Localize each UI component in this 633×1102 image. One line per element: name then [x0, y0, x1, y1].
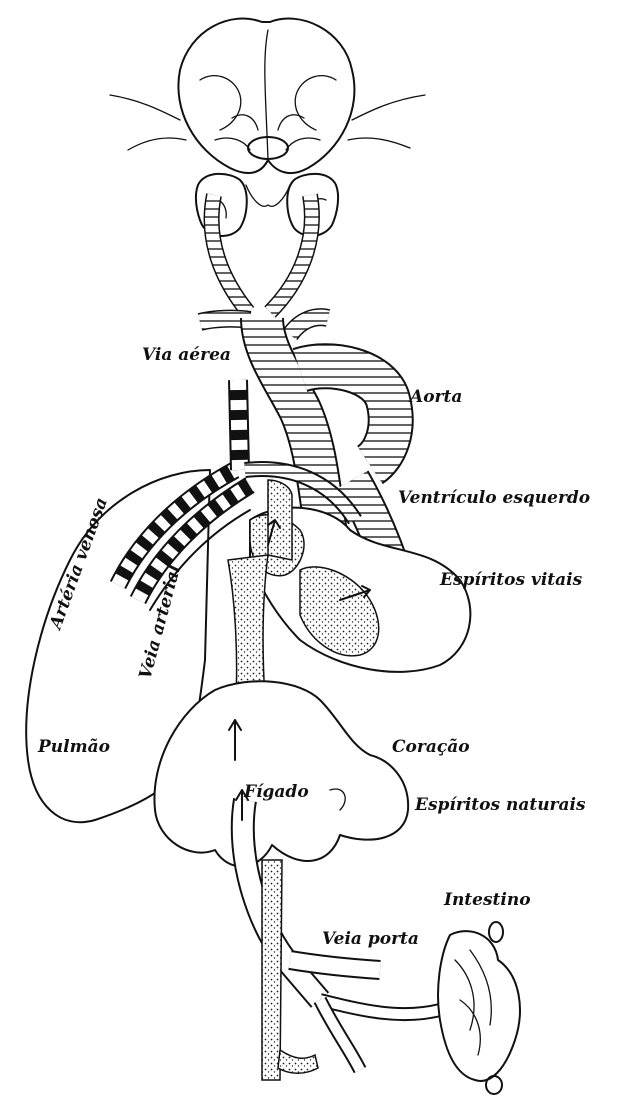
- label-via-aerea: Via aérea: [142, 345, 231, 365]
- liver: [154, 681, 408, 866]
- label-ventriculo-esquerdo: Ventrículo esquerdo: [398, 488, 590, 508]
- label-veia-porta: Veia porta: [322, 929, 419, 949]
- label-coracao: Coração: [392, 737, 470, 757]
- label-espiritos-vitais: Espíritos vitais: [439, 570, 583, 590]
- label-figado: Fígado: [243, 782, 309, 802]
- label-pulmao: Pulmão: [37, 737, 110, 757]
- brain-illustration: [110, 19, 425, 236]
- intestine: [438, 922, 520, 1094]
- label-espiritos-naturais: Espíritos naturais: [414, 795, 586, 815]
- label-intestino: Intestino: [443, 890, 531, 910]
- label-aorta: Aorta: [408, 387, 462, 407]
